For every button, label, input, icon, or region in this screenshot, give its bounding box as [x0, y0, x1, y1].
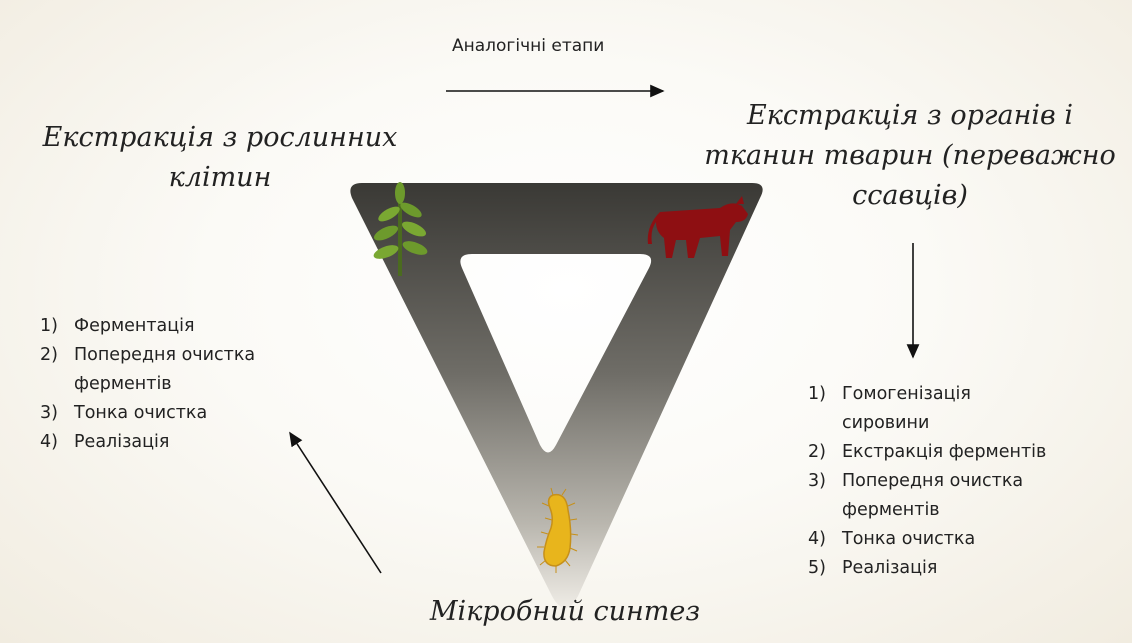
step-text: Реалізація — [74, 432, 169, 452]
list-item: 2) Екстракція ферментів — [808, 438, 1118, 467]
plant-heading-line-2: клітин — [30, 158, 410, 198]
step-text: Попередня очистка — [74, 341, 340, 370]
animal-extraction-heading: Екстракція з органів і тканин тварин (пе… — [700, 96, 1120, 216]
top-arrow-label: Аналогічні етапи — [452, 36, 604, 56]
step-text: ферментів — [842, 496, 1118, 525]
list-item: 4) Реалізація — [40, 428, 340, 457]
step-text: сировини — [842, 409, 1118, 438]
animal-steps-list: 1) Гомогенізація сировини 2) Екстракція … — [808, 380, 1118, 583]
step-number: 5) — [808, 554, 842, 583]
step-number: 3) — [40, 399, 74, 428]
step-text: Реалізація — [842, 558, 937, 578]
plant-extraction-heading: Екстракція з рослинних клітин — [30, 118, 410, 198]
microbial-steps-list: 1) Ферментація 2) Попередня очистка ферм… — [40, 312, 340, 457]
animal-heading-line-2: тканин тварин (переважно — [700, 136, 1120, 176]
step-text: Ферментація — [74, 316, 195, 336]
list-item: 4) Тонка очистка — [808, 525, 1118, 554]
step-text: Тонка очистка — [842, 529, 975, 549]
microbial-synthesis-heading: Мікробний синтез — [395, 592, 735, 632]
step-text: Попередня очистка — [842, 467, 1118, 496]
list-item: 3) Тонка очистка — [40, 399, 340, 428]
step-number: 1) — [808, 380, 842, 438]
list-item: 5) Реалізація — [808, 554, 1118, 583]
step-number: 4) — [808, 525, 842, 554]
step-text: ферментів — [74, 370, 340, 399]
list-item: 1) Гомогенізація сировини — [808, 380, 1118, 438]
step-number: 2) — [40, 341, 74, 399]
step-number: 1) — [40, 312, 74, 341]
step-number: 3) — [808, 467, 842, 525]
plant-heading-line-1: Екстракція з рослинних — [30, 118, 410, 158]
step-number: 4) — [40, 428, 74, 457]
step-text: Тонка очистка — [74, 403, 207, 423]
animal-heading-line-3: ссавців) — [700, 176, 1120, 216]
animal-heading-line-1: Екстракція з органів і — [700, 96, 1120, 136]
list-item: 3) Попередня очистка ферментів — [808, 467, 1118, 525]
step-number: 2) — [808, 438, 842, 467]
step-text: Екстракція ферментів — [842, 442, 1046, 462]
list-item: 2) Попередня очистка ферментів — [40, 341, 340, 399]
list-item: 1) Ферментація — [40, 312, 340, 341]
step-text: Гомогенізація — [842, 380, 1118, 409]
